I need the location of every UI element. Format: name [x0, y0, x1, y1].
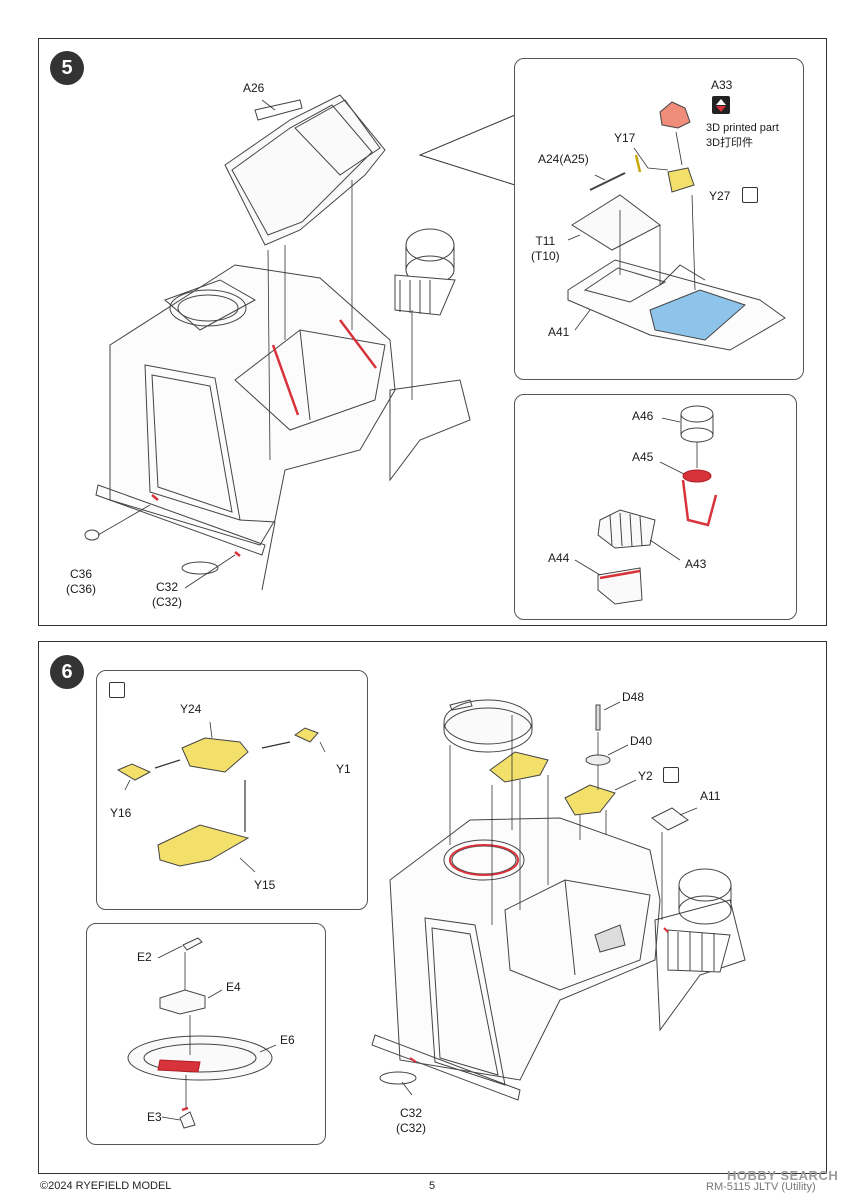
label-a44: A44	[548, 551, 570, 565]
label-e6: E6	[280, 1033, 295, 1047]
cement-icon-y27	[742, 187, 758, 203]
footer-model: RM-5115 JLTV (Utility)	[706, 1181, 816, 1193]
label-y24: Y24	[180, 702, 202, 716]
label-c32-step6-text: C32	[400, 1106, 423, 1120]
step-5-inset-filter	[514, 394, 797, 620]
label-e2: E2	[137, 950, 152, 964]
label-a45: A45	[632, 450, 654, 464]
label-3d-printed-en: 3D printed part	[706, 122, 779, 134]
step-6-inset-hatch-ring	[86, 923, 326, 1145]
step-6-badge: 6	[50, 655, 84, 689]
label-e3: E3	[147, 1110, 162, 1124]
label-a26: A26	[243, 81, 265, 95]
cement-icon-step6	[109, 682, 125, 698]
label-a46: A46	[632, 409, 654, 423]
label-c32-alt: (C32)	[152, 595, 183, 609]
step-5-badge: 5	[50, 51, 84, 85]
label-c36-text: C36	[70, 567, 93, 581]
label-a43: A43	[685, 557, 707, 571]
label-a24: A24(A25)	[538, 152, 589, 166]
label-a33: A33	[711, 78, 733, 92]
label-c32-step6-alt: (C32)	[396, 1121, 427, 1135]
label-d48: D48	[622, 690, 645, 704]
label-c36-alt: (C36)	[66, 582, 97, 596]
label-y16: Y16	[110, 806, 132, 820]
label-y1: Y1	[336, 762, 351, 776]
label-c32: C32 (C32)	[152, 580, 182, 610]
footer-copyright: ©2024 RYEFIELD MODEL	[40, 1180, 172, 1192]
label-a11: A11	[700, 789, 721, 803]
label-t10-text: (T10)	[531, 249, 560, 263]
label-y17: Y17	[614, 131, 636, 145]
label-d40: D40	[630, 734, 653, 748]
label-a41: A41	[548, 325, 570, 339]
label-t11: T11 (T10)	[531, 234, 560, 264]
label-t11-text: T11	[535, 234, 556, 248]
footer-watermark: HOBBY SEARCH	[727, 1168, 839, 1183]
label-c32-step6: C32 (C32)	[396, 1106, 426, 1136]
label-c36: C36 (C36)	[66, 567, 96, 597]
label-y27: Y27	[709, 189, 731, 203]
footer-page-number: 5	[429, 1180, 436, 1192]
label-3d-printed-cn: 3D打印件	[706, 137, 754, 149]
step-6-inset-brackets	[96, 670, 368, 910]
cement-icon-y2	[663, 767, 679, 783]
label-e4: E4	[226, 980, 241, 994]
label-y2: Y2	[638, 769, 653, 783]
label-y15: Y15	[254, 878, 276, 892]
label-c32-text: C32	[156, 580, 179, 594]
